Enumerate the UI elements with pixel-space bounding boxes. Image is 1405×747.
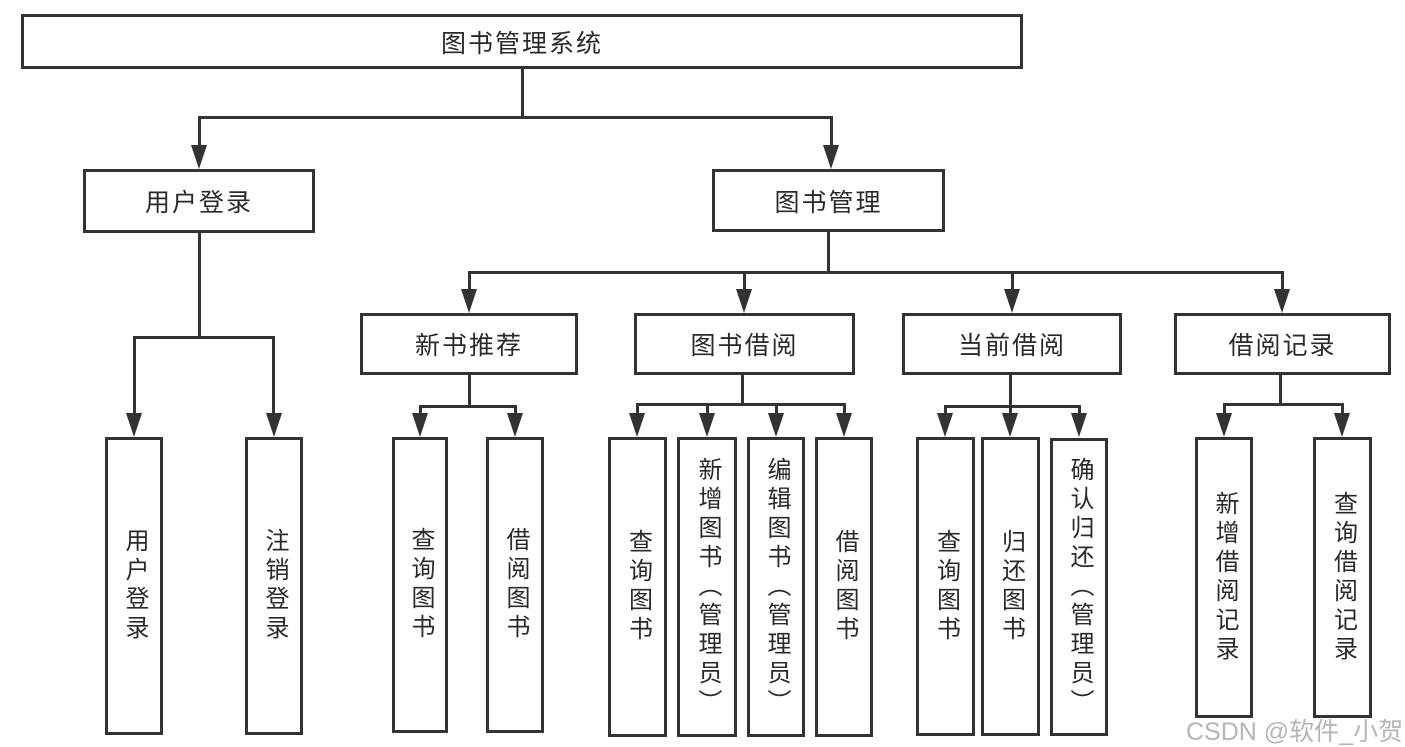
node-borrow-record-label: 借阅记录 — [1228, 332, 1337, 360]
connector-line — [842, 403, 846, 416]
arrowhead-down — [768, 413, 784, 437]
node-root: 图书管理系统 — [21, 14, 1023, 69]
leaf-return-books-label: 归还图书 — [997, 528, 1025, 645]
leaf-query-books-recommend-label: 查询图书 — [407, 527, 434, 643]
leaf-query-books-current: 查询图书 — [916, 437, 975, 736]
arrowhead-down — [629, 413, 645, 437]
leaf-add-borrow-record-label: 新增借阅记录 — [1211, 490, 1238, 665]
connector-line — [272, 335, 275, 415]
connector-line — [1222, 403, 1226, 416]
leaf-borrow-books-label: 借阅图书 — [831, 529, 858, 645]
connector-line — [943, 405, 1081, 408]
connector-line — [827, 232, 830, 273]
leaf-logout: 注销登录 — [245, 437, 303, 735]
leaf-logout-label: 注销登录 — [261, 528, 288, 644]
connector-line — [1279, 375, 1282, 405]
connector-line — [467, 270, 471, 291]
connector-line — [197, 116, 201, 146]
arrowhead-down — [1334, 413, 1350, 437]
csdn-watermark: CSDN @软件_小贺同学 — [1186, 712, 1405, 747]
arrowhead-down — [836, 413, 852, 437]
connector-line — [1222, 403, 1344, 406]
connector-line — [418, 405, 517, 408]
leaf-query-borrow-record: 查询借阅记录 — [1313, 437, 1372, 718]
connector-line — [742, 270, 746, 291]
node-new-book-rec-label: 新书推荐 — [414, 332, 523, 360]
node-user-login-label: 用户登录 — [144, 189, 253, 217]
arrowhead-down — [507, 413, 523, 437]
connector-line — [467, 270, 1283, 274]
connector-line — [635, 403, 846, 406]
leaf-add-books-admin: 新增图书（管理员） — [677, 437, 737, 737]
leaf-query-books-borrow-label: 查询图书 — [624, 529, 652, 645]
connector-line — [1280, 270, 1284, 291]
connector-line — [132, 335, 136, 415]
connector-line — [467, 375, 471, 407]
arrowhead-down — [126, 413, 142, 437]
connector-line — [1340, 403, 1344, 416]
arrowhead-down — [1216, 413, 1232, 437]
connector-line — [197, 233, 201, 337]
leaf-query-borrow-record-label: 查询借阅记录 — [1329, 490, 1357, 665]
connector-line — [943, 405, 947, 416]
arrowhead-down — [937, 413, 953, 437]
connector-line — [197, 116, 833, 119]
node-borrow-record: 借阅记录 — [1174, 313, 1391, 375]
arrowhead-down — [265, 413, 282, 437]
node-new-book-rec: 新书推荐 — [360, 313, 578, 375]
csdn-watermark-text: CSDN @软件_小贺同 — [1186, 718, 1405, 746]
connector-line — [132, 335, 275, 339]
arrowhead-down — [1004, 289, 1020, 313]
connector-line — [418, 405, 422, 416]
leaf-edit-books-admin-label: 编辑图书（管理员） — [763, 456, 790, 718]
arrowhead-down — [1071, 413, 1087, 437]
leaf-add-books-admin-label: 新增图书（管理员） — [694, 456, 721, 718]
connector-line — [1009, 375, 1012, 407]
leaf-confirm-return-admin: 确认归还（管理员） — [1050, 438, 1108, 736]
connector-line — [829, 116, 833, 146]
leaf-borrow-books-recommend: 借阅图书 — [486, 437, 544, 733]
leaf-query-books-current-label: 查询图书 — [932, 528, 960, 645]
leaf-add-borrow-record: 新增借阅记录 — [1195, 437, 1253, 718]
leaf-user-login: 用户登录 — [105, 437, 163, 735]
connector-line — [741, 375, 744, 405]
leaf-query-books-recommend: 查询图书 — [392, 437, 448, 733]
arrowhead-down — [1002, 413, 1018, 437]
node-book-borrow: 图书借阅 — [634, 313, 855, 375]
leaf-user-login-label: 用户登录 — [121, 528, 148, 644]
arrowhead-down — [823, 145, 839, 169]
connector-line — [635, 403, 639, 416]
arrowhead-down — [412, 413, 428, 437]
connector-line — [705, 403, 709, 416]
arrowhead-down — [736, 289, 752, 313]
node-root-label: 图书管理系统 — [440, 29, 603, 58]
arrowhead-down — [191, 145, 207, 169]
connector-line — [1008, 405, 1012, 416]
node-book-borrow-label: 图书借阅 — [690, 332, 799, 360]
node-current-borrow-label: 当前借阅 — [957, 332, 1066, 360]
connector-line — [520, 69, 524, 117]
connector-line — [1077, 405, 1081, 416]
node-book-mgmt: 图书管理 — [712, 169, 945, 232]
leaf-borrow-books-recommend-label: 借阅图书 — [502, 527, 529, 643]
node-book-mgmt-label: 图书管理 — [774, 188, 883, 217]
node-current-borrow: 当前借阅 — [902, 313, 1122, 375]
arrowhead-down — [699, 413, 715, 437]
connector-line — [774, 403, 778, 416]
connector-line — [513, 405, 517, 416]
connector-line — [1010, 270, 1014, 291]
leaf-query-books-borrow: 查询图书 — [608, 437, 667, 737]
leaf-borrow-books: 借阅图书 — [815, 437, 873, 737]
arrowhead-down — [1274, 289, 1290, 313]
leaf-edit-books-admin: 编辑图书（管理员） — [747, 437, 805, 737]
leaf-return-books: 归还图书 — [981, 437, 1040, 736]
leaf-confirm-return-admin-label: 确认归还（管理员） — [1066, 456, 1093, 718]
arrowhead-down — [461, 289, 477, 313]
node-user-login: 用户登录 — [83, 169, 315, 233]
